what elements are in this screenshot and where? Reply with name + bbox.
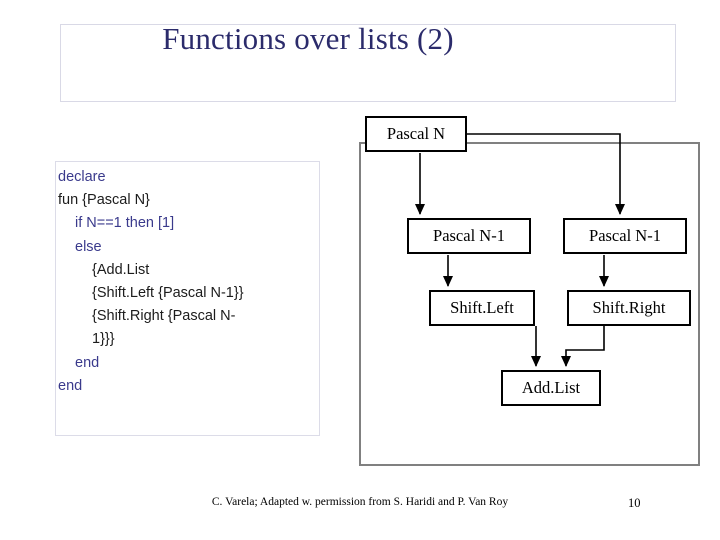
node-shift-right: Shift.Right xyxy=(567,290,691,326)
code-line: declare xyxy=(58,169,106,185)
code-line: 1}}} xyxy=(92,331,115,348)
footer-credit: C. Varela; Adapted w. permission from S.… xyxy=(211,496,509,508)
code-block: declare fun {Pascal N} if N==1 then [1] … xyxy=(58,166,328,398)
code-line: end xyxy=(58,377,83,394)
code-line: else xyxy=(75,238,102,255)
code-panel xyxy=(55,161,320,436)
code-line: if N==1 then [1] xyxy=(75,215,175,232)
footer-page-number: 10 xyxy=(628,496,641,510)
code-line: end xyxy=(75,354,100,371)
node-add-list: Add.List xyxy=(501,370,601,406)
node-root: Pascal N xyxy=(365,116,467,152)
node-right-child: Pascal N-1 xyxy=(563,218,687,254)
code-line: {Add.List xyxy=(92,261,150,278)
code-line: {Shift.Left {Pascal N-1}} xyxy=(92,285,244,302)
node-left-child: Pascal N-1 xyxy=(407,218,531,254)
code-line: {Shift.Right {Pascal N- xyxy=(92,308,236,325)
code-line: fun {Pascal N} xyxy=(58,192,150,209)
page-title: Functions over lists (2) xyxy=(162,21,454,56)
title-frame xyxy=(60,24,676,102)
node-shift-left: Shift.Left xyxy=(429,290,535,326)
